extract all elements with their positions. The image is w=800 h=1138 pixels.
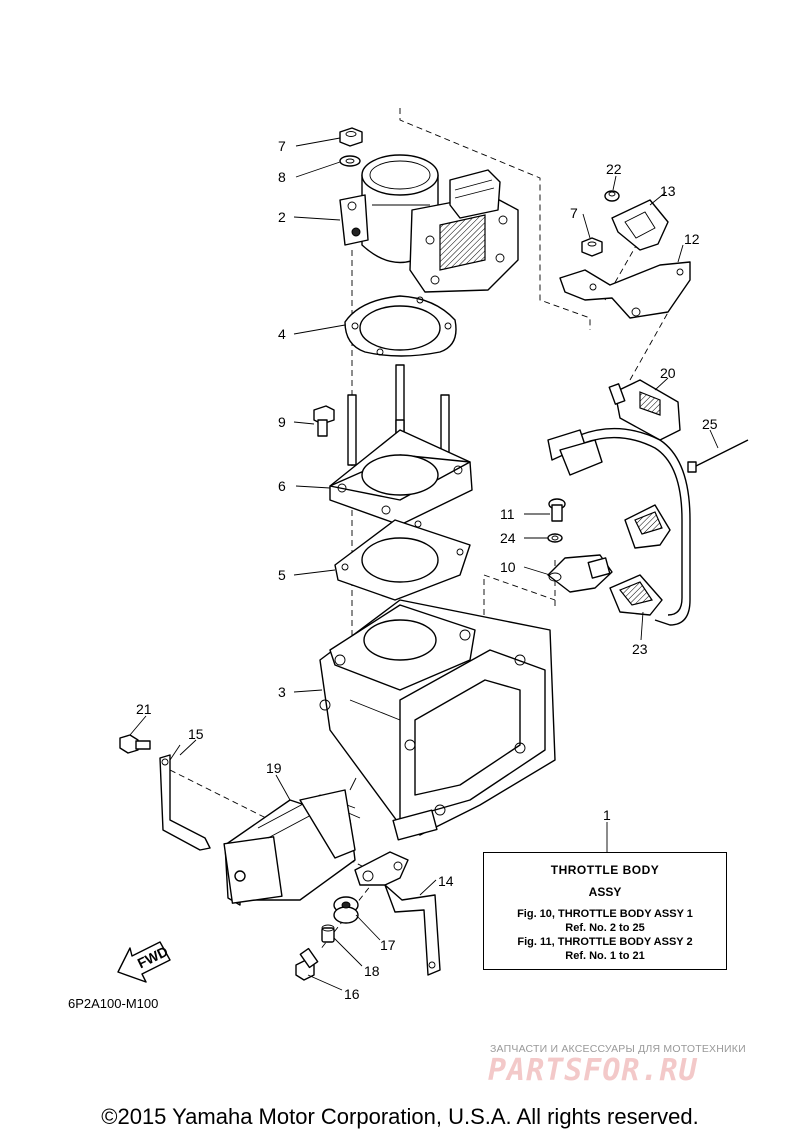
link-14 <box>354 851 441 976</box>
nut-22 <box>604 190 620 202</box>
washer-8 <box>339 155 361 167</box>
harness-23 <box>547 427 691 626</box>
grommet-17 <box>333 896 359 924</box>
cable-tie-25 <box>687 439 749 473</box>
callout-25: 25 <box>702 416 718 432</box>
legend-title: THROTTLE BODY <box>550 863 660 877</box>
nut-7-top <box>339 127 363 147</box>
legend-line-1: Fig. 10, THROTTLE BODY ASSY 1 <box>517 908 693 920</box>
callout-12: 12 <box>684 231 700 247</box>
legend-subtitle: ASSY <box>588 885 622 899</box>
callout-3: 3 <box>278 684 286 700</box>
assembly-legend-box: THROTTLE BODY ASSY Fig. 10, THROTTLE BOD… <box>483 852 727 970</box>
callout-16: 16 <box>344 986 360 1002</box>
manifold-3 <box>319 599 556 841</box>
legend-line-4: Ref. No. 1 to 21 <box>565 950 645 962</box>
sensor-10 <box>547 554 613 593</box>
sensor-13 <box>611 199 669 251</box>
duct-19 <box>223 777 361 906</box>
diagram-code: 6P2A100-M100 <box>68 996 159 1011</box>
washer-24 <box>547 533 563 543</box>
gasket-4 <box>344 295 457 357</box>
collar-18 <box>321 924 335 943</box>
bolt-21 <box>119 734 151 754</box>
bolt-16 <box>295 947 319 981</box>
callout-6: 6 <box>278 478 286 494</box>
callout-15: 15 <box>188 726 204 742</box>
throttle-body-2 <box>339 154 519 293</box>
callout-5: 5 <box>278 567 286 583</box>
callout-22: 22 <box>606 161 622 177</box>
callout-7a: 7 <box>278 138 286 154</box>
callout-20: 20 <box>660 365 676 381</box>
callout-19: 19 <box>266 760 282 776</box>
leader-lines <box>129 137 719 991</box>
spacer-6 <box>329 429 473 526</box>
callout-14: 14 <box>438 873 454 889</box>
bracket-15 <box>159 744 211 851</box>
callout-24: 24 <box>500 530 516 546</box>
callout-8: 8 <box>278 169 286 185</box>
bracket-12 <box>559 261 691 319</box>
watermark-tagline: ЗАПЧАСТИ И АКСЕССУАРЫ ДЛЯ МОТОТЕХНИКИ <box>490 1043 746 1055</box>
gasket-5 <box>334 519 471 601</box>
callout-11: 11 <box>500 506 515 522</box>
callout-13: 13 <box>660 183 676 199</box>
callout-23: 23 <box>632 641 648 657</box>
callout-17: 17 <box>380 937 396 953</box>
legend-line-3: Fig. 11, THROTTLE BODY ASSY 2 <box>517 936 693 948</box>
callout-9: 9 <box>278 414 286 430</box>
callout-2: 2 <box>278 209 286 225</box>
fwd-label: FWD <box>135 943 171 971</box>
callout-4: 4 <box>278 326 286 342</box>
callout-1: 1 <box>603 807 611 823</box>
watermark-brand: PARTSFOR.RU <box>488 1053 698 1088</box>
legend-line-2: Ref. No. 2 to 25 <box>565 922 645 934</box>
bolt-9 <box>313 405 335 437</box>
callout-labels: 7 8 2 4 9 6 5 3 7 22 13 12 20 25 11 24 1… <box>136 138 718 1002</box>
callout-21: 21 <box>136 701 152 717</box>
sensor-20 <box>608 379 681 441</box>
copyright-notice: ©2015 Yamaha Motor Corporation, U.S.A. A… <box>101 1104 699 1129</box>
bolt-11 <box>548 498 566 522</box>
fwd-arrow: FWD <box>117 941 171 983</box>
nut-7-right <box>581 237 603 257</box>
callout-10: 10 <box>500 559 516 575</box>
callout-7b: 7 <box>570 205 578 221</box>
callout-18: 18 <box>364 963 380 979</box>
